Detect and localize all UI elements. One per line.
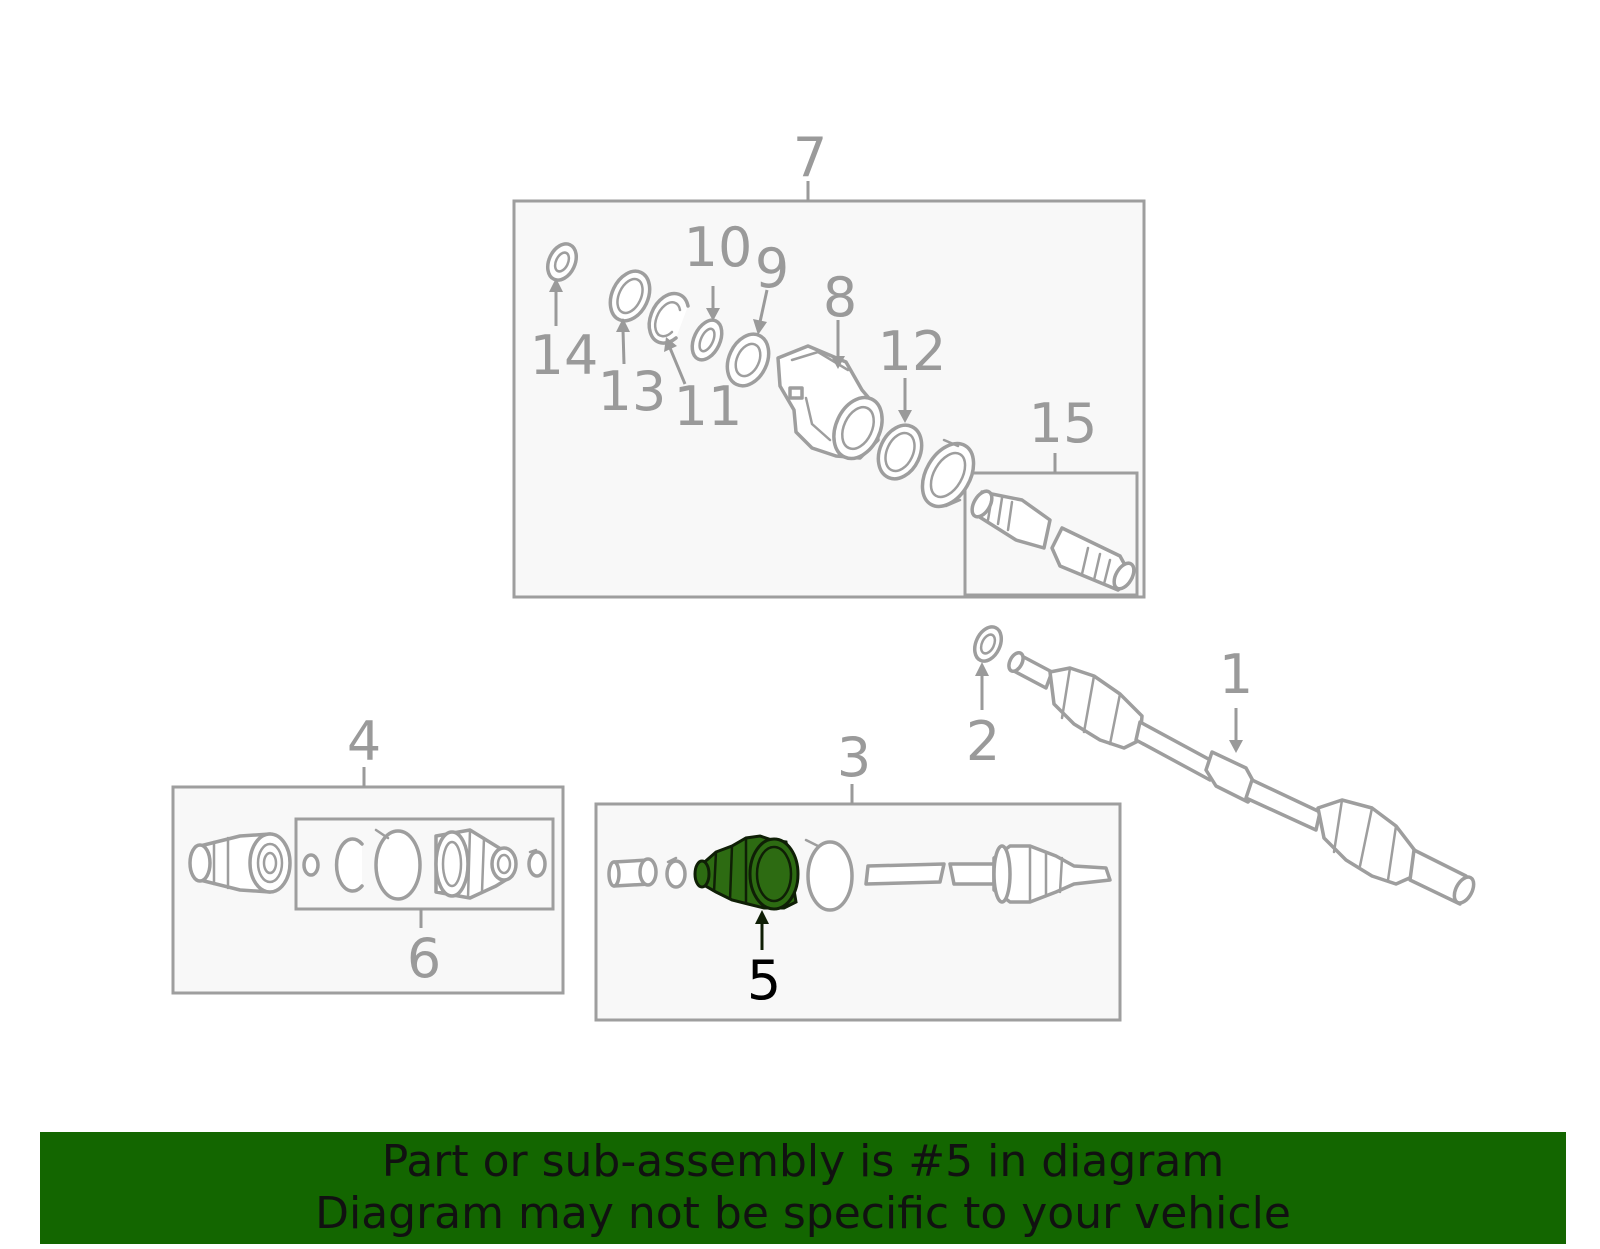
callout-label-highlighted: 5 <box>747 949 781 1012</box>
callout-label: 10 <box>684 216 753 279</box>
part-5-boot-highlighted[interactable] <box>693 834 800 911</box>
boot-clamp-big[interactable] <box>804 838 854 912</box>
banner-line-1: Part or sub-assembly is #5 in diagram <box>381 1136 1225 1187</box>
box-3 <box>594 802 1122 1022</box>
callout-label: 8 <box>823 266 857 329</box>
callout-label: 1 <box>1219 643 1253 706</box>
part-15-inner-shaft[interactable] <box>968 488 1138 592</box>
callout-label: 2 <box>966 710 1000 773</box>
callout-label: 6 <box>407 927 441 990</box>
part-10-ring[interactable] <box>686 315 727 364</box>
small-clamp[interactable] <box>665 856 687 889</box>
inner-bushing[interactable] <box>607 857 658 888</box>
outer-cv-joint[interactable] <box>188 832 292 894</box>
callout-label: 14 <box>530 324 599 387</box>
boot-clamp-large[interactable] <box>374 828 422 901</box>
callout-label: 13 <box>598 360 667 423</box>
part-8-bearing-bracket[interactable] <box>776 344 891 466</box>
callout-label: 12 <box>878 320 947 383</box>
circlip[interactable] <box>334 837 364 893</box>
part-9-seal[interactable] <box>719 327 776 392</box>
part-14-snap-ring[interactable] <box>542 239 582 284</box>
part-11-circlip[interactable] <box>647 291 690 345</box>
callout-label: 3 <box>837 726 871 789</box>
bearing[interactable] <box>912 435 984 516</box>
callout-label: 4 <box>347 710 381 773</box>
callout-label: 15 <box>1029 392 1098 455</box>
info-banner: Part or sub-assembly is #5 in diagram Di… <box>40 1132 1566 1244</box>
part-2-snap-ring[interactable] <box>970 623 1007 666</box>
banner-line-2: Diagram may not be specific to your vehi… <box>315 1188 1291 1239</box>
callout-label: 11 <box>674 375 743 438</box>
part-12-ring[interactable] <box>870 418 930 486</box>
part-1-axle-shaft[interactable] <box>1006 650 1478 906</box>
callout-label: 7 <box>793 126 827 189</box>
callout-label: 9 <box>755 237 789 300</box>
snap-ring-small[interactable] <box>527 848 547 878</box>
intermediate-shaft[interactable] <box>864 844 1112 904</box>
inner-cv-joint[interactable] <box>434 828 518 900</box>
boot-clamp-small[interactable] <box>302 853 320 877</box>
part-13-ring[interactable] <box>603 265 658 327</box>
